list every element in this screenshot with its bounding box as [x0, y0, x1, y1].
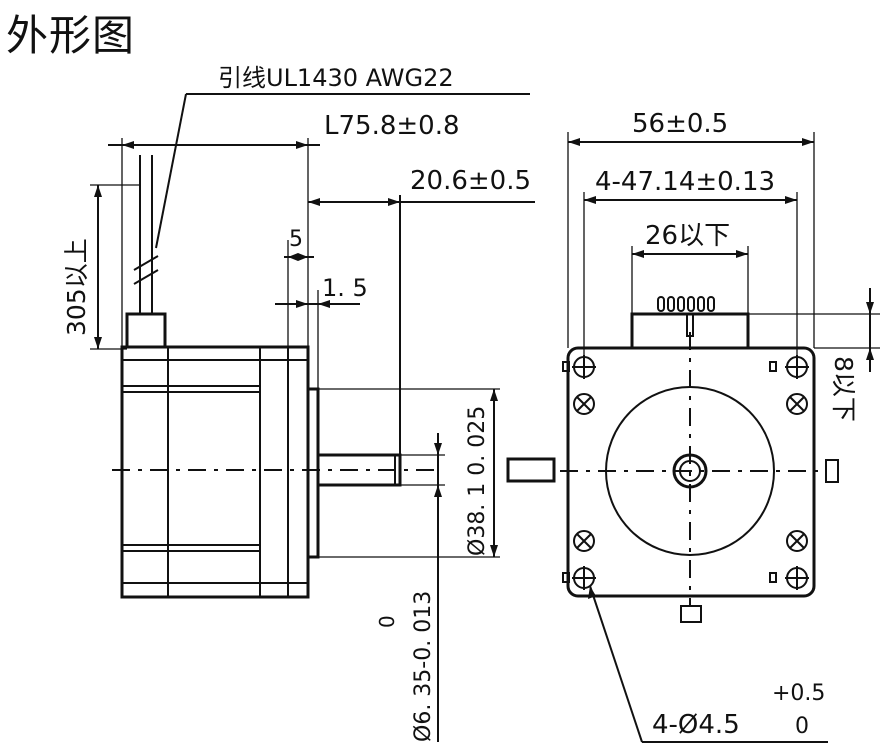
- mount-hole-br: [785, 566, 809, 590]
- shaft-circle: [672, 453, 708, 489]
- shaft-key-symbol: [506, 457, 556, 483]
- pilot-circle: [605, 386, 775, 556]
- length-label: L75.8±0.8: [324, 111, 460, 141]
- page-title: 外形图: [6, 11, 136, 60]
- front-dimensions: 56±0.5 4-47.14±0.13 26以下 8以下 4-Ø4.5 +0.5…: [567, 109, 880, 743]
- shaft-diameter-label: Ø6. 35-0. 013: [411, 591, 436, 742]
- front-view: [560, 296, 839, 623]
- screw-tr: [786, 393, 808, 415]
- mount-tolerance-lower: 0: [795, 714, 809, 739]
- mount-hole-bl: [572, 566, 596, 590]
- shaft-tolerance-upper: 0: [375, 615, 399, 628]
- lead-exit: [125, 312, 167, 349]
- boss-step-label: 1. 5: [322, 274, 368, 302]
- connector-pins: [657, 296, 715, 312]
- bottom-key-marker: [680, 605, 702, 623]
- lead-length-label: 305以上: [62, 238, 91, 336]
- connector-width-label: 26以下: [645, 221, 730, 251]
- screw-tl: [573, 393, 595, 415]
- flange-width-label: 56±0.5: [632, 109, 728, 139]
- motor-body: [120, 345, 310, 599]
- hole-spacing-label: 4-47.14±0.13: [595, 167, 775, 197]
- screw-br: [786, 530, 808, 552]
- connector-height-label: 8以下: [829, 356, 858, 422]
- mount-tolerance-upper: +0.5: [772, 681, 825, 706]
- mount-hole-tr: [785, 355, 809, 379]
- side-dimensions: 引线UL1430 AWG22 L75.8±0.8 20.6±0.5 5 1. 5: [62, 64, 535, 742]
- boss-thickness-label: 5: [289, 227, 303, 252]
- side-view: [112, 155, 440, 599]
- mount-holes-label: 4-Ø4.5: [652, 710, 740, 740]
- screw-bl: [573, 530, 595, 552]
- pilot-diameter-label: Ø38. 1 0. 025: [465, 406, 490, 556]
- shaft-length-label: 20.6±0.5: [410, 166, 531, 196]
- mount-hole-tl: [572, 355, 596, 379]
- side-key-marker: [825, 459, 839, 483]
- lead-wire-label: 引线UL1430 AWG22: [218, 64, 454, 92]
